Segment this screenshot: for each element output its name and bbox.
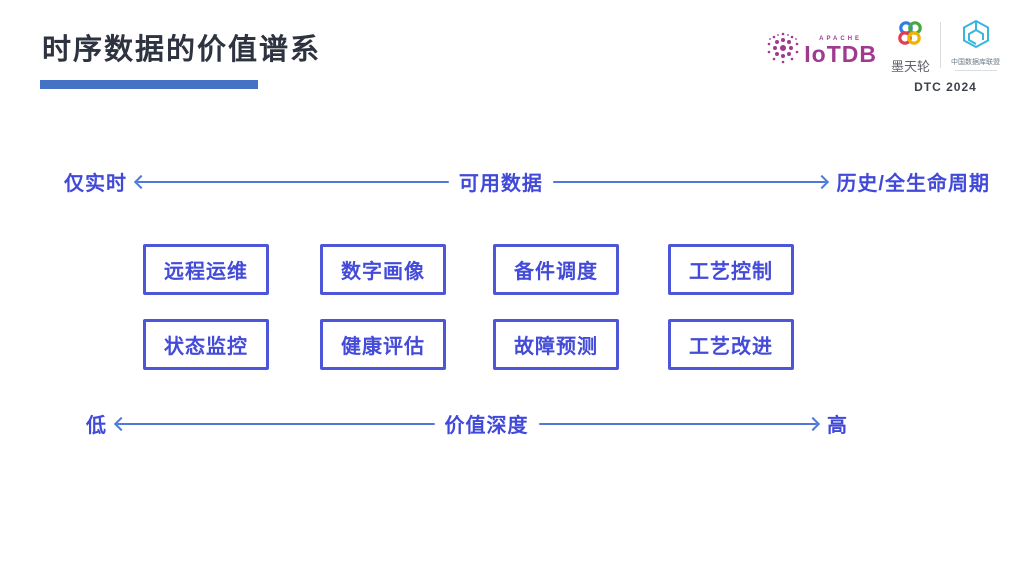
value-depth-axis: 低 价值深度 高: [86, 409, 848, 438]
page-title: 时序数据的价值谱系: [42, 34, 322, 66]
value-box-health-eval: 健康评估: [320, 319, 446, 370]
iotdb-starburst-icon: [765, 30, 801, 71]
value-box-digital-profile: 数字画像: [320, 244, 446, 295]
value-axis-right-label: 高: [827, 415, 848, 437]
iotdb-name: IoTDB: [804, 40, 877, 67]
alliance-name: 中国数据库联盟: [951, 59, 1000, 66]
apache-label: APACHE: [819, 35, 863, 42]
value-box-process-control: 工艺控制: [668, 244, 794, 295]
title-underline: [40, 80, 258, 89]
alliance-subline: [954, 70, 997, 71]
arrowhead-left-icon: [133, 174, 149, 189]
availability-axis: 仅实时 可用数据 历史/全生命周期: [64, 167, 990, 196]
alliance-logo: 中国数据库联盟: [951, 18, 1000, 71]
arrowhead-left-icon: [113, 416, 129, 431]
motianlun-name: 墨天轮: [890, 59, 930, 74]
value-axis-center-label: 价值深度: [444, 415, 529, 437]
value-box-process-improve: 工艺改进: [668, 319, 794, 370]
logo-divider: [940, 22, 941, 68]
arrowhead-right-icon: [805, 416, 821, 431]
arrow-right-line: [552, 174, 830, 189]
availability-axis-right-label: 历史/全生命周期: [836, 173, 990, 195]
value-box-status-monitor: 状态监控: [143, 319, 269, 370]
dtc-2024-label: DTC 2024: [914, 80, 977, 94]
arrow-left-line: [113, 416, 435, 431]
value-box-remote-ops: 远程运维: [143, 244, 269, 295]
availability-axis-left-label: 仅实时: [64, 173, 127, 195]
alliance-cube-icon: [960, 18, 992, 55]
iotdb-wordmark: APACHE IoTDB: [804, 36, 877, 66]
arrow-left-line: [133, 174, 449, 189]
value-box-spare-parts: 备件调度: [493, 244, 619, 295]
arrowhead-right-icon: [815, 174, 830, 189]
arrow-right-line: [538, 416, 821, 431]
motianlun-logo: 墨天轮: [891, 18, 930, 75]
motianlun-knot-icon: [894, 18, 926, 55]
value-box-fault-predict: 故障预测: [493, 319, 619, 370]
value-axis-left-label: 低: [86, 415, 107, 437]
availability-axis-center-label: 可用数据: [458, 173, 543, 195]
dtc-logo-group: 墨天轮 中国数据库联盟 DTC 2024: [891, 18, 1000, 94]
logo-cluster: APACHE IoTDB 墨天轮: [765, 18, 1000, 94]
iotdb-logo: APACHE IoTDB: [765, 30, 877, 71]
